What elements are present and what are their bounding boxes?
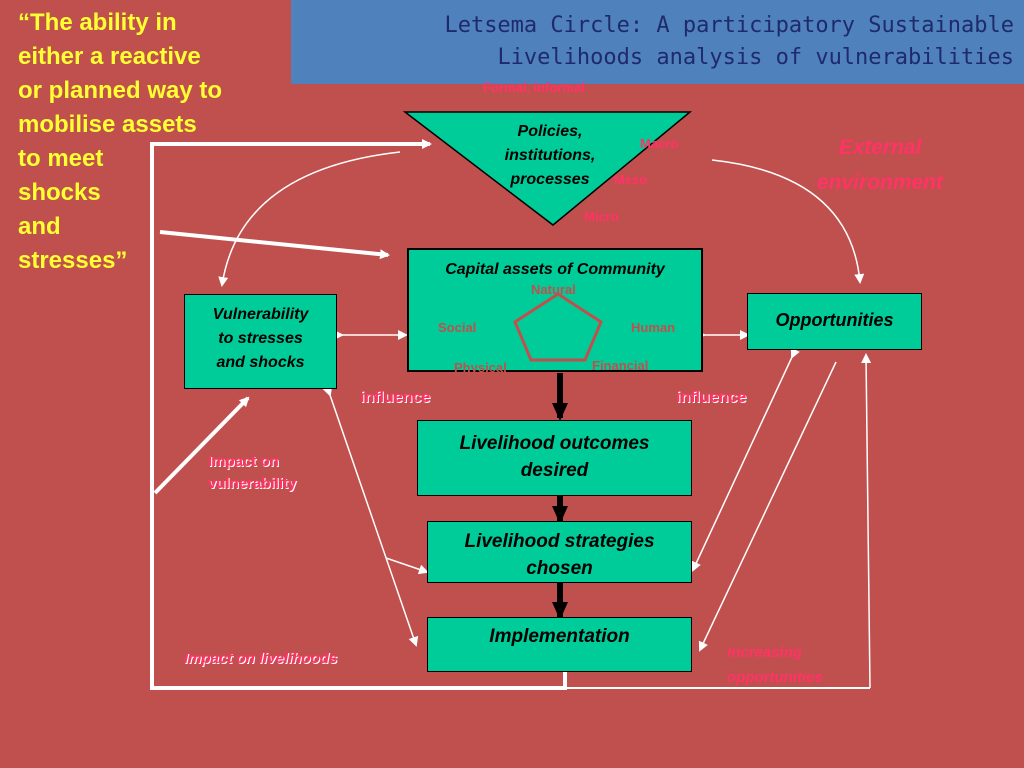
vulnerability-label: Vulnerability to stresses and shocks xyxy=(212,306,309,371)
vulnerability-strategies-link xyxy=(385,557,429,575)
impact-vulnerability-label: Impact on vulnerability xyxy=(208,453,297,492)
capital-assets-box: Capital assets of Community Natural Soci… xyxy=(407,248,703,375)
human-label: Human xyxy=(631,320,676,335)
title-line-1: Letsema Circle: A participatory Sustaina… xyxy=(444,13,1014,38)
natural-label: Natural xyxy=(531,282,576,297)
quote-to-capital-arrow xyxy=(159,230,390,260)
macro-label: Macro xyxy=(640,136,679,151)
policies-triangle xyxy=(402,111,693,226)
policies-to-opportunities-curve xyxy=(711,159,865,284)
vulnerability-box: Vulnerability to stresses and shocks xyxy=(184,294,337,389)
feedback-loop-line xyxy=(150,139,567,690)
formal-informal-label: Formal, informal xyxy=(483,80,585,95)
implementation-box: Implementation xyxy=(427,617,692,672)
assets-pentagon xyxy=(513,292,603,362)
micro-label: Micro xyxy=(584,209,619,224)
influence-right-label: influence xyxy=(676,389,747,406)
title-bar: Letsema Circle: A participatory Sustaina… xyxy=(291,0,1024,84)
influence-left-label: influence xyxy=(360,389,431,406)
opportunities-strategies-link xyxy=(691,347,800,572)
implementation-label: Implementation xyxy=(489,626,630,647)
strategies-label: Livelihood strategies chosen xyxy=(464,531,655,579)
impact-vulnerability-arrow xyxy=(153,396,250,495)
policies-to-vulnerability-curve xyxy=(218,151,401,287)
impact-livelihoods-label: Impact on livelihoods xyxy=(184,650,338,667)
strategies-box: Livelihood strategies chosen xyxy=(427,521,692,583)
increasing-opportunities-link xyxy=(861,353,872,689)
outcomes-label: Livelihood outcomes desired xyxy=(459,433,650,481)
social-label: Social xyxy=(438,320,477,335)
slide-title: Letsema Circle: A participatory Sustaina… xyxy=(374,10,1014,74)
opportunities-box: Opportunities xyxy=(747,293,922,350)
definition-quote: “The ability in either a reactive or pla… xyxy=(18,9,223,274)
capital-assets-title: Capital assets of Community xyxy=(445,261,665,278)
policies-label: Policies, institutions, processes xyxy=(504,123,596,188)
vulnerability-implementation-link xyxy=(322,385,419,647)
title-line-2: Livelihoods analysis of vulnerabilities xyxy=(497,45,1014,70)
opportunities-label: Opportunities xyxy=(775,310,894,330)
meso-label: Meso xyxy=(614,172,648,187)
financial-label: Financial xyxy=(592,358,649,373)
outcomes-box: Livelihood outcomes desired xyxy=(417,420,692,496)
increasing-opportunities-label: Increasing opportunities xyxy=(727,644,823,686)
external-environment-label: External environment xyxy=(816,136,944,194)
opportunities-implementation-link xyxy=(698,361,837,652)
physical-label: Physical xyxy=(454,360,507,375)
